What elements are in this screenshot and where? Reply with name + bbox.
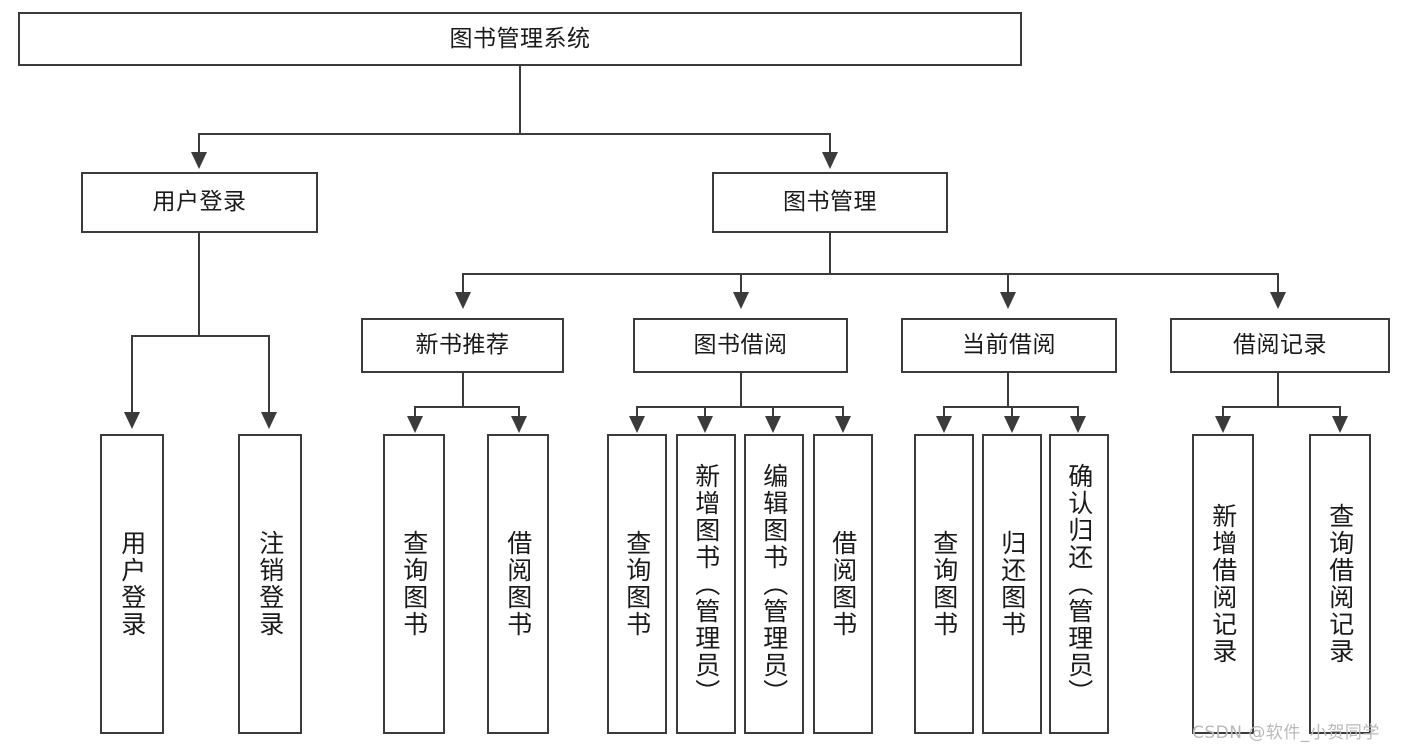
connector-user-login-bus (131, 335, 270, 338)
arrowhead-book-borrow-leaf-4 (835, 416, 851, 433)
csdn-watermark: CSDN @软件_小贺同学 (1192, 723, 1380, 743)
leaf-user-login-logout[interactable]: 注销登录 (238, 434, 302, 734)
arrowhead-borrow-record-leaf-2 (1332, 416, 1348, 433)
connector-book-borrow-to-leaf-3 (772, 406, 775, 424)
leaf-book-borrow-borrow-book[interactable]: 借阅图书 (813, 434, 873, 734)
connector-book-mgmt-to-current-borrow (1007, 273, 1010, 295)
leaf-borrow-record-add-record[interactable]: 新增借阅记录 (1192, 434, 1254, 734)
node-label: 新增图书（管理员） (691, 462, 721, 706)
connector-book-mgmt-to-book-borrow (740, 273, 743, 295)
connector-book-mgmt-to-borrow-record (1277, 273, 1280, 295)
node-book-management[interactable]: 图书管理 (712, 172, 948, 233)
connector-new-book-to-leaf-2 (518, 406, 521, 424)
node-user-login[interactable]: 用户登录 (81, 172, 318, 233)
node-label: 借阅图书 (828, 530, 858, 638)
connector-borrow-record-stem (1277, 373, 1280, 406)
connector-root-bus (198, 133, 831, 136)
node-label: 确认归还（管理员） (1064, 462, 1094, 706)
leaf-book-borrow-query-book[interactable]: 查询图书 (607, 434, 667, 734)
connector-user-login-stem (198, 233, 201, 335)
node-label: 注销登录 (255, 530, 285, 638)
node-label: 借阅图书 (503, 530, 533, 638)
arrowhead-book-borrow-leaf-3 (765, 416, 781, 433)
arrowhead-current-borrow-leaf-1 (936, 416, 952, 433)
leaf-new-book-borrow-book[interactable]: 借阅图书 (487, 434, 549, 734)
connector-book-mgmt-stem (829, 233, 832, 273)
node-label: 当前借阅 (962, 332, 1056, 359)
connector-current-borrow-to-leaf-1 (943, 406, 946, 424)
node-label: 新书推荐 (415, 332, 510, 359)
connector-book-mgmt-to-new-book (462, 273, 465, 295)
node-label: 图书借阅 (693, 332, 788, 359)
arrowhead-current-borrow-leaf-2 (1004, 416, 1020, 433)
arrowhead-user-login-leaf-1 (124, 412, 140, 429)
node-new-book-recommend[interactable]: 新书推荐 (361, 318, 564, 373)
node-label: 编辑图书（管理员） (759, 462, 789, 706)
node-label: 查询图书 (929, 530, 959, 638)
leaf-new-book-query-book[interactable]: 查询图书 (383, 434, 445, 734)
leaf-current-borrow-query-book[interactable]: 查询图书 (914, 434, 974, 734)
connector-book-borrow-to-leaf-4 (842, 406, 845, 424)
leaf-book-borrow-add-book-admin[interactable]: 新增图书（管理员） (676, 434, 736, 734)
connector-user-login-to-leaf-2 (268, 335, 271, 415)
arrowhead-new-book-leaf-1 (407, 416, 423, 433)
node-root-system[interactable]: 图书管理系统 (18, 12, 1022, 66)
arrowhead-root-to-user-login (191, 152, 207, 169)
connector-borrow-record-bus (1222, 406, 1341, 409)
node-label: 图书管理 (783, 189, 877, 216)
arrowhead-book-borrow-leaf-1 (629, 416, 645, 433)
node-label: 图书管理系统 (449, 25, 591, 52)
arrowhead-root-to-book-mgmt (822, 152, 838, 169)
node-label: 用户登录 (152, 189, 247, 216)
node-label: 用户登录 (117, 530, 147, 638)
node-label: 查询图书 (399, 530, 429, 638)
arrowhead-book-mgmt-new-book (455, 292, 471, 309)
connector-book-mgmt-bus (462, 273, 1277, 276)
connector-new-book-bus (414, 406, 520, 409)
arrowhead-book-mgmt-borrow-record (1270, 292, 1286, 309)
connector-borrow-record-to-leaf-2 (1339, 406, 1342, 424)
connector-new-book-stem (462, 373, 465, 406)
connector-book-borrow-stem (740, 373, 743, 406)
connector-current-borrow-to-leaf-2 (1011, 406, 1014, 424)
node-book-borrow[interactable]: 图书借阅 (633, 318, 848, 373)
arrowhead-new-book-leaf-2 (511, 416, 527, 433)
connector-user-login-to-leaf-1 (131, 335, 134, 415)
connector-borrow-record-to-leaf-1 (1222, 406, 1225, 424)
arrowhead-user-login-leaf-2 (261, 412, 277, 429)
node-label: 借阅记录 (1233, 332, 1327, 359)
connector-current-borrow-stem (1007, 373, 1010, 406)
node-label: 新增借阅记录 (1208, 503, 1238, 665)
arrowhead-book-borrow-leaf-2 (697, 416, 713, 433)
node-borrow-record[interactable]: 借阅记录 (1170, 318, 1390, 373)
leaf-book-borrow-edit-book-admin[interactable]: 编辑图书（管理员） (744, 434, 804, 734)
node-current-borrow[interactable]: 当前借阅 (901, 318, 1117, 373)
leaf-current-borrow-confirm-return-admin[interactable]: 确认归还（管理员） (1049, 434, 1109, 734)
leaf-borrow-record-query-record[interactable]: 查询借阅记录 (1309, 434, 1371, 734)
leaf-current-borrow-return-book[interactable]: 归还图书 (982, 434, 1042, 734)
node-label: 查询借阅记录 (1325, 503, 1355, 665)
arrowhead-borrow-record-leaf-1 (1215, 416, 1231, 433)
connector-new-book-to-leaf-1 (414, 406, 417, 424)
connector-root-to-book-mgmt (829, 133, 832, 155)
connector-root-stem (519, 66, 522, 133)
arrowhead-book-mgmt-current-borrow (1000, 292, 1016, 309)
connector-book-borrow-to-leaf-2 (704, 406, 707, 424)
connector-current-borrow-to-leaf-3 (1077, 406, 1080, 424)
connector-book-borrow-bus (636, 406, 844, 409)
connector-root-to-user-login (198, 133, 201, 155)
leaf-user-login-login[interactable]: 用户登录 (100, 434, 164, 734)
arrowhead-current-borrow-leaf-3 (1070, 416, 1086, 433)
node-label: 归还图书 (997, 530, 1027, 638)
connector-book-borrow-to-leaf-1 (636, 406, 639, 424)
node-label: 查询图书 (622, 530, 652, 638)
arrowhead-book-mgmt-book-borrow (733, 292, 749, 309)
